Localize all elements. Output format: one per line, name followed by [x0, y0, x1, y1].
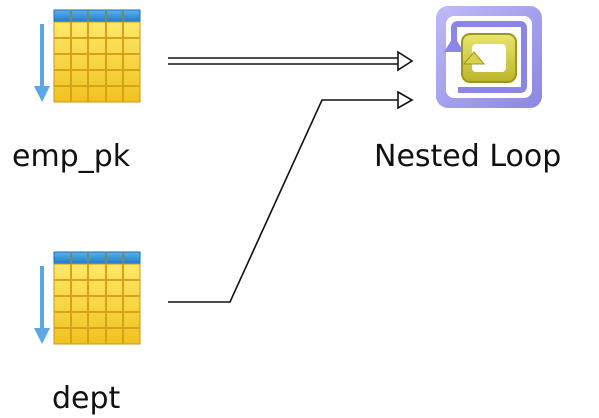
node-label-nested-loop: Nested Loop [374, 139, 562, 174]
scan-arrow-icon [34, 266, 50, 344]
table-scan-icon [34, 251, 141, 345]
node-label-dept: dept [52, 381, 121, 416]
scan-arrow-icon [34, 24, 50, 102]
node-label-emp-pk: emp_pk [12, 139, 131, 174]
edge-emp-pk-to-nested-loop [168, 50, 414, 72]
table-scan-icon [34, 9, 141, 103]
nested-loop-icon [436, 6, 542, 108]
edge-dept-to-nested-loop [168, 90, 414, 303]
